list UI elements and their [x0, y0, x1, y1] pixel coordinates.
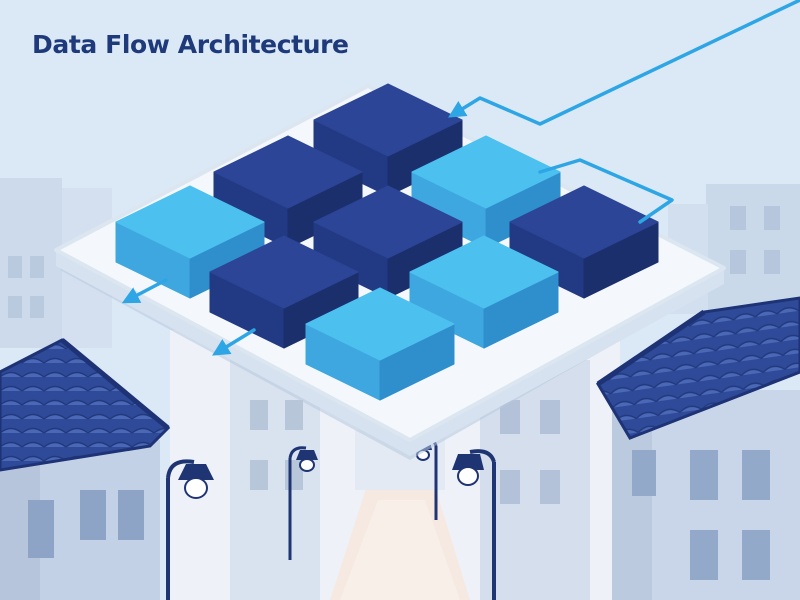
- node-upper-right: [411, 135, 561, 249]
- flow-line-outgoing-bottom: [212, 328, 256, 356]
- lamp-right: [452, 449, 496, 600]
- flow-lines: [121, 0, 800, 356]
- node-center-top-face: [313, 185, 463, 259]
- node-right: [509, 185, 659, 299]
- flow-line-right-loop: [538, 158, 674, 224]
- platform-side: [56, 250, 724, 456]
- node-right-top-face: [509, 185, 659, 259]
- node-lower-left-top-face: [209, 235, 359, 309]
- node-lower-right: [409, 235, 559, 349]
- block-grid: [115, 83, 659, 401]
- node-bottom-top-face: [305, 287, 455, 361]
- right-building: [595, 296, 800, 600]
- left-roof: [0, 338, 171, 472]
- diagram-title: Data Flow Architecture: [32, 30, 349, 59]
- lamp-left: [166, 459, 214, 600]
- node-left: [115, 185, 265, 299]
- node-lower-left: [209, 235, 359, 349]
- node-upper-left-top-face: [213, 135, 363, 209]
- flow-line-outgoing-left: [121, 278, 168, 304]
- node-lower-right-top-face: [409, 235, 559, 309]
- street-lamps: [166, 438, 496, 600]
- lamp-mid-left: [288, 446, 318, 560]
- node-top-top-face: [313, 83, 463, 157]
- flow-line-incoming: [448, 0, 800, 126]
- node-upper-left: [213, 135, 363, 249]
- node-upper-right-top-face: [411, 135, 561, 209]
- node-bottom: [305, 287, 455, 401]
- left-building: [0, 338, 171, 600]
- node-left-top-face: [115, 185, 265, 259]
